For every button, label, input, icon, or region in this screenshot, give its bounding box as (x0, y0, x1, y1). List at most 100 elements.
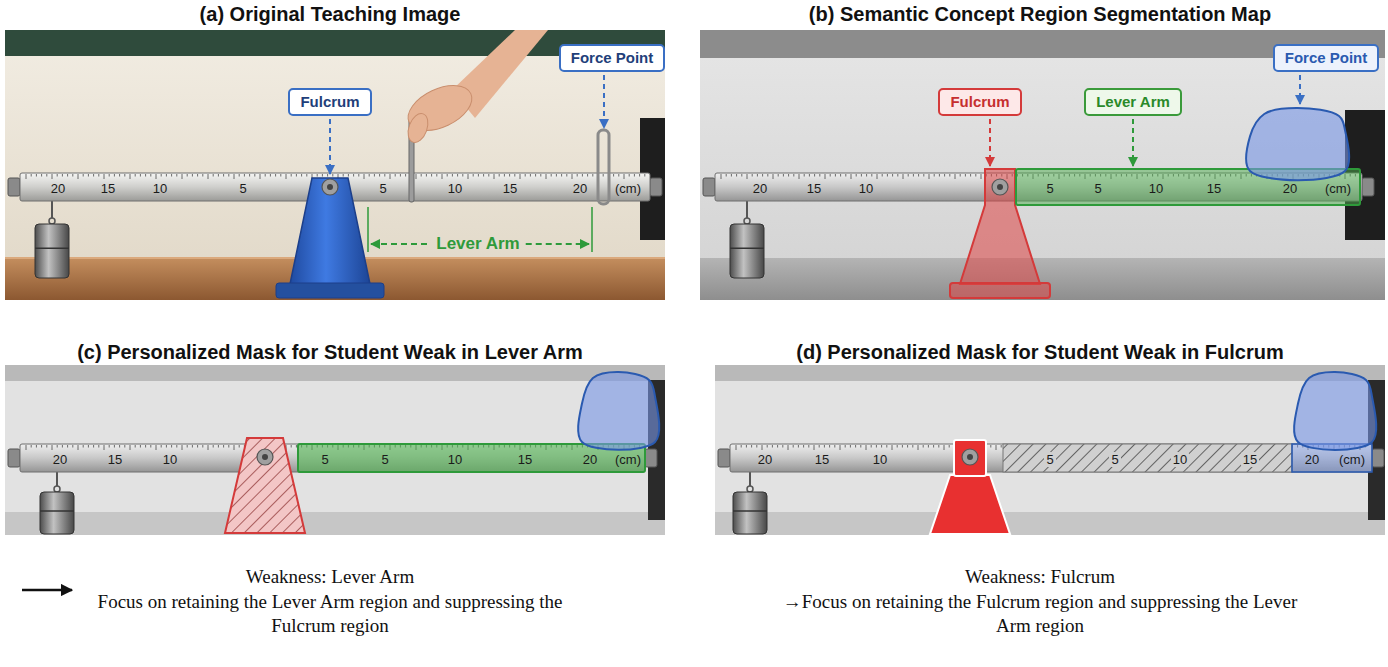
illustration-part (975, 174, 976, 177)
text-slot: (c) Personalized Mask for Student Weak i… (77, 341, 583, 364)
panel-title: (d) Personalized Mask for Student Weak i… (796, 341, 1284, 363)
illustration-part (291, 174, 292, 177)
weight-band (35, 248, 69, 250)
wall (715, 365, 1385, 535)
illustration-part (721, 174, 722, 179)
illustration-part (182, 445, 183, 450)
illustration-part (944, 445, 945, 450)
illustration-part (887, 174, 888, 177)
illustration-part (109, 445, 110, 448)
illustration-part (114, 174, 115, 177)
illustration-part (447, 174, 448, 177)
illustration-part (572, 174, 573, 179)
illustration-part (46, 174, 47, 177)
table (715, 512, 1385, 535)
label-slot: 5 (239, 179, 246, 197)
label-slot: 5 (379, 179, 386, 197)
illustration-part (197, 445, 198, 448)
fulcrum-region (950, 283, 1050, 298)
illustration-part (913, 174, 914, 177)
ruler-number: 15 (815, 452, 829, 467)
ruler-number: (cm) (615, 181, 641, 196)
fulcrum-region (954, 440, 986, 476)
illustration-part (751, 445, 752, 448)
weight-hook (747, 486, 753, 492)
ruler-number: 5 (1109, 452, 1120, 467)
illustration-part (442, 174, 443, 179)
illustration-part (119, 174, 120, 177)
illustration-part (26, 445, 27, 450)
text-slot: (d) Personalized Mask for Student Weak i… (796, 341, 1284, 364)
illustration-part (182, 174, 183, 179)
illustration-part (145, 174, 146, 177)
illustration-part (93, 174, 94, 177)
illustration-part (213, 445, 214, 448)
illustration-part (421, 174, 422, 177)
illustration-part (752, 174, 753, 177)
illustration-part (98, 445, 99, 448)
illustration-part (416, 174, 417, 179)
illustration-part (965, 174, 966, 177)
ruler-number: 5 (379, 181, 386, 196)
illustration-part (918, 174, 919, 177)
illustration-part (150, 174, 151, 177)
illustration-part (343, 174, 344, 177)
ruler-number: (cm) (615, 452, 641, 467)
illustration-part (809, 174, 810, 177)
wall (5, 30, 665, 300)
ruler-number: 5 (1046, 181, 1053, 196)
illustration-part (218, 445, 219, 448)
illustration-part (426, 174, 427, 177)
illustration-part (845, 445, 846, 448)
label-slot: 15 (1241, 450, 1259, 468)
illustration-part (808, 445, 809, 448)
ruler-number: 15 (101, 181, 115, 196)
illustration-part (773, 174, 774, 179)
illustration-part (124, 174, 125, 177)
illustration-part (756, 445, 757, 448)
illustration-part (473, 174, 474, 177)
illustration-part (830, 174, 831, 177)
label-slot: Lever Arm (436, 234, 519, 254)
pivot (322, 179, 338, 195)
label-slot: 10 (448, 179, 462, 197)
callout-text: Fulcrum (950, 93, 1009, 110)
dimension-line (371, 243, 430, 245)
illustration-part (546, 174, 547, 179)
illustration-part (130, 445, 131, 450)
illustration-part (249, 174, 250, 177)
panel-b-image (700, 30, 1385, 300)
table (700, 258, 1385, 300)
illustration-part (202, 174, 203, 177)
illustration-part (395, 174, 396, 177)
illustration-part (955, 174, 956, 179)
weakness-caption: Weakness: Fulcrum (965, 566, 1115, 587)
label-slot: 15 (807, 179, 821, 197)
leader-line (329, 119, 331, 174)
illustration-part (788, 174, 789, 177)
callout-text: Fulcrum (300, 93, 359, 110)
ruler-number: 10 (1171, 452, 1189, 467)
illustration-part (762, 174, 763, 177)
illustration-part (291, 445, 292, 448)
illustration-part (405, 174, 406, 177)
ruler-number: 20 (583, 452, 597, 467)
figure-panel: (d) Personalized Mask for Student Weak i… (694, 340, 1388, 667)
illustration-part (629, 174, 630, 177)
illustration-part (855, 445, 856, 448)
label-slot: 5 (1044, 450, 1055, 468)
ruler-knob (8, 449, 20, 467)
illustration-part (78, 445, 79, 450)
weight-hook (51, 201, 53, 218)
illustration-part (119, 445, 120, 448)
ruler-number: 10 (163, 452, 177, 467)
pivot-pin (997, 184, 1003, 190)
ruler-number: 15 (518, 452, 532, 467)
label-slot: 15 (503, 179, 517, 197)
illustration-part (332, 174, 333, 177)
illustration-part (239, 445, 240, 448)
ruler (20, 444, 645, 472)
label-slot: 15 (101, 179, 115, 197)
illustration-part (566, 174, 567, 177)
callout-box: Lever Arm (1084, 88, 1182, 116)
